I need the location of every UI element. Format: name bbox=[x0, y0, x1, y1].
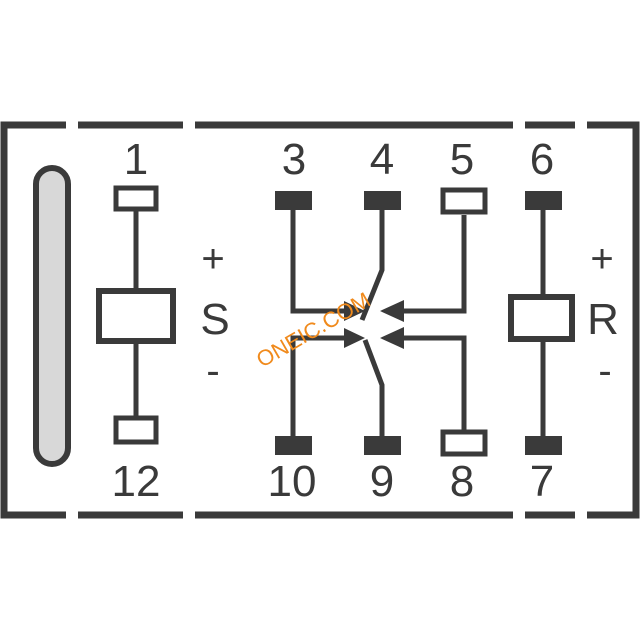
pin-number-8: 8 bbox=[450, 457, 474, 506]
pin-number-7: 7 bbox=[530, 457, 554, 506]
pin-number-1: 1 bbox=[124, 135, 148, 184]
contact-arrow-nc-right bbox=[380, 300, 404, 322]
pad-pin-10 bbox=[275, 436, 312, 455]
pad-pin-1 bbox=[113, 185, 159, 212]
pin-number-9: 9 bbox=[370, 457, 394, 506]
set-coil-label: S bbox=[200, 295, 229, 344]
pad-pin-4 bbox=[364, 191, 401, 210]
set-coil bbox=[96, 288, 176, 344]
orientation-indicator bbox=[33, 165, 71, 467]
contact-arrow-no-left bbox=[344, 328, 365, 348]
set-coil-group bbox=[96, 185, 176, 445]
reset-coil bbox=[508, 294, 575, 342]
pad-pin-3 bbox=[275, 191, 312, 210]
pad-pin-8 bbox=[440, 429, 488, 457]
pad-pin-5 bbox=[440, 187, 488, 215]
watermark-text: ONEIC.COM bbox=[252, 287, 375, 372]
reset-minus-sign: - bbox=[598, 349, 611, 393]
pin-number-4: 4 bbox=[370, 135, 394, 184]
contact-arrow-nc-left bbox=[344, 301, 365, 321]
reset-plus-sign: + bbox=[590, 237, 613, 281]
pin-number-6: 6 bbox=[530, 135, 554, 184]
contact-arrow-no-right bbox=[380, 327, 404, 349]
pin-number-5: 5 bbox=[450, 135, 474, 184]
set-plus-sign: + bbox=[201, 237, 224, 281]
reset-coil-label: R bbox=[587, 295, 619, 344]
pad-pin-7 bbox=[525, 436, 562, 455]
contacts-group bbox=[275, 187, 488, 457]
set-minus-sign: - bbox=[206, 349, 219, 393]
reset-coil-group bbox=[508, 191, 575, 455]
pad-pin-6 bbox=[525, 191, 562, 210]
package-outline bbox=[0, 119, 640, 521]
pad-pin-12 bbox=[113, 415, 159, 445]
pin-number-12: 12 bbox=[112, 457, 161, 506]
pin-number-10: 10 bbox=[268, 457, 317, 506]
pin-number-3: 3 bbox=[282, 135, 306, 184]
pad-pin-9 bbox=[364, 436, 401, 455]
